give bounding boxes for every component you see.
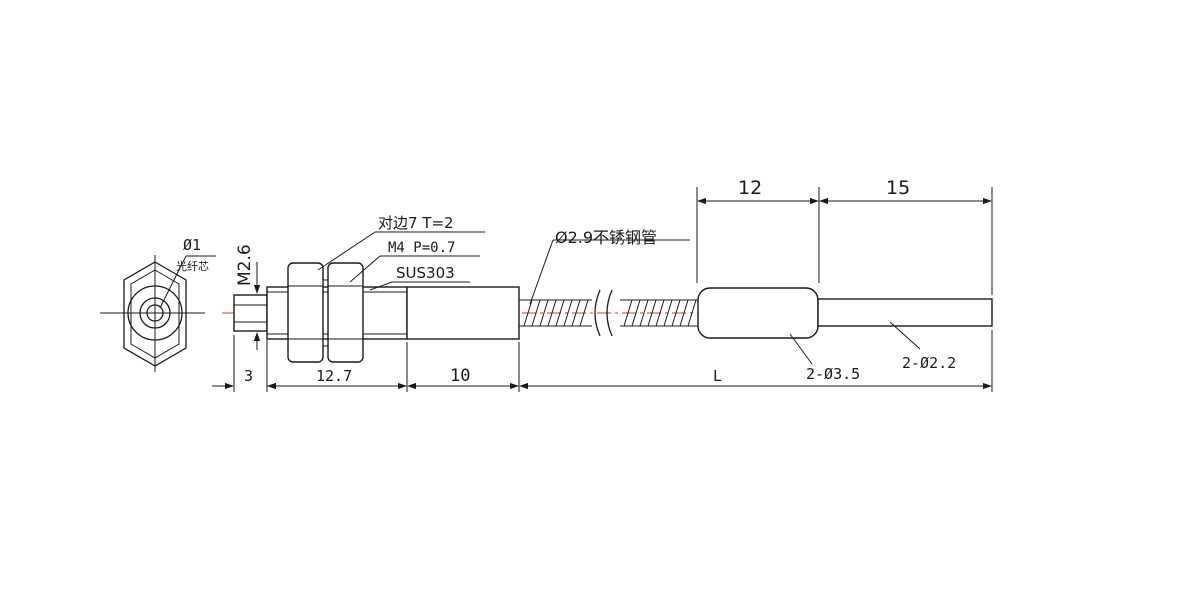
dim-sleeve-length: 10 (450, 366, 470, 386)
tube-spiral-left (523, 299, 589, 327)
tip-pin (233, 294, 268, 332)
fiber-dia-leader (889, 321, 921, 350)
fiber-end (817, 298, 993, 327)
hex-spec-leader (317, 231, 376, 271)
material-label: SUS303 (396, 264, 455, 282)
nut-2-outline (327, 262, 364, 363)
dim-tube-length: L (713, 367, 722, 385)
extension-lines (233, 187, 993, 392)
dim-tip-length: 3 (244, 367, 253, 385)
dim-ferrule-length: 12 (738, 177, 762, 199)
hex-nut-1 (287, 262, 328, 363)
dim-fiber-length: 15 (886, 177, 910, 199)
flexible-tube (519, 289, 700, 337)
hex-spec-label: 对边7 T=2 (378, 214, 454, 232)
nut-1-outline (287, 262, 324, 363)
break-mark-left (594, 289, 601, 337)
dim-thread-length: 12.7 (316, 367, 352, 385)
core-diameter-label: Ø1 (183, 236, 201, 254)
ferrule-dia-label: 2-Ø3.5 (806, 365, 860, 383)
tube-spec-label: Ø2.9不锈钢管 (555, 228, 657, 247)
hex-nut-2 (327, 262, 364, 363)
sleeve (406, 286, 520, 340)
thread-spec-leader (349, 255, 381, 283)
thread-spec-label: M4 P=0.7 (388, 240, 455, 256)
break-mark-right (606, 289, 613, 337)
tube-spiral-right (623, 299, 697, 327)
core-name-label: 光纤芯 (176, 259, 209, 273)
core-leader-line (159, 255, 187, 309)
tip-thread-label: M2.6 (235, 244, 255, 286)
fiber-dia-label: 2-Ø2.2 (902, 354, 956, 372)
ferrule-dia-leader (789, 333, 813, 365)
material-leader (369, 281, 393, 291)
ferrule (697, 287, 819, 339)
tube-spec-leader (529, 239, 554, 305)
end-view-hex (100, 255, 216, 372)
